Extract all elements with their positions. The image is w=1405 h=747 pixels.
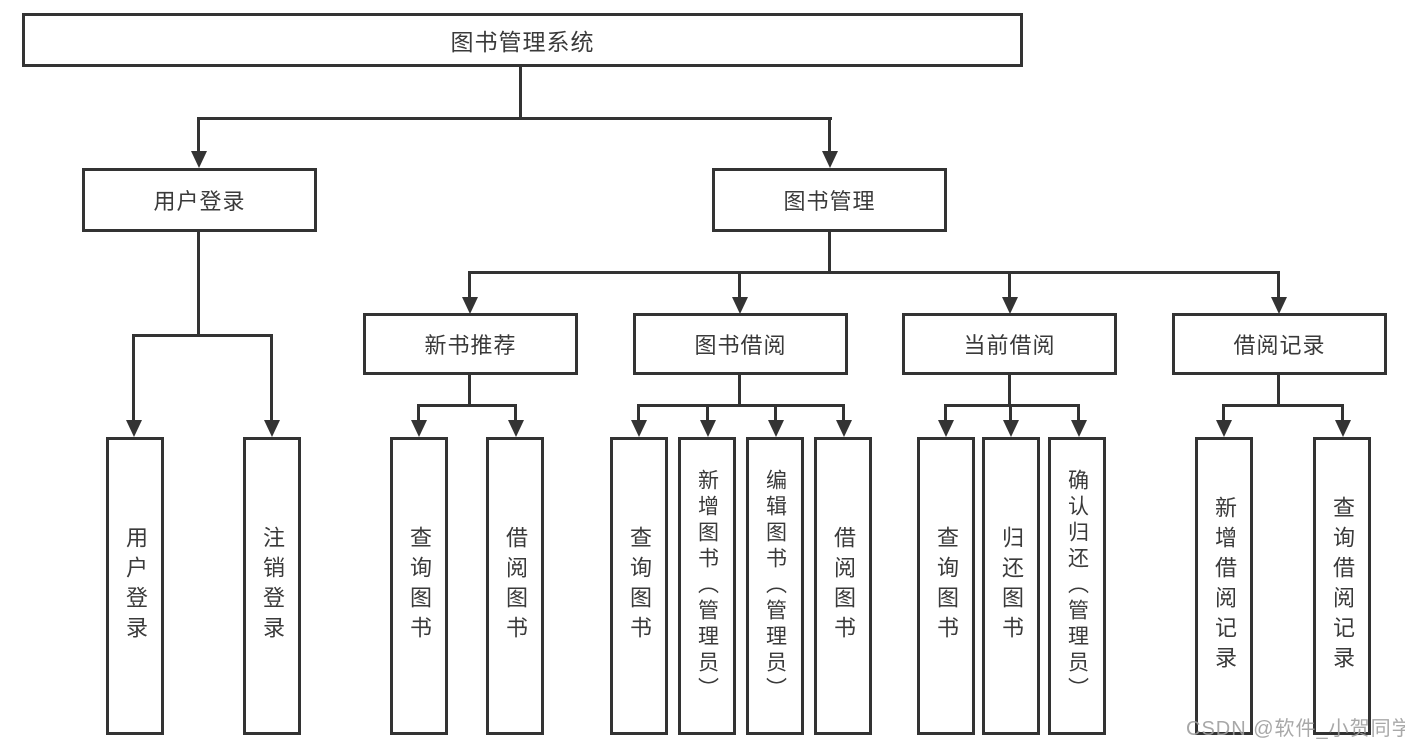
current-borrow-group-label: 当前借阅 <box>963 333 1056 358</box>
leaf-user-login-box: 用户登录 <box>106 437 164 735</box>
leaf-add-book-admin-label: 新增图书（管理员） <box>695 469 719 703</box>
leaf-user-login-label: 用户登录 <box>123 526 148 646</box>
leaf-add-borrow-record-box: 新增借阅记录 <box>1195 437 1253 735</box>
leaf-add-book-admin-box: 新增图书（管理员） <box>678 437 736 735</box>
arrow-down-icon <box>768 420 784 437</box>
connector-line <box>519 66 522 118</box>
arrow-down-icon <box>191 151 207 168</box>
leaf-borrow-books-1-label: 借阅图书 <box>503 526 528 646</box>
arrow-down-icon <box>700 420 716 437</box>
connector-line <box>468 374 471 406</box>
connector-line <box>828 231 831 273</box>
connector-line <box>132 334 135 422</box>
system-root-label: 图书管理系统 <box>450 29 595 55</box>
system-root-box: 图书管理系统 <box>22 13 1023 67</box>
connector-line <box>270 334 273 422</box>
arrow-down-icon <box>411 420 427 437</box>
leaf-query-books-1-box: 查询图书 <box>390 437 448 735</box>
borrow-record-group-label: 借阅记录 <box>1233 333 1326 358</box>
leaf-edit-book-admin-label: 编辑图书（管理员） <box>763 469 787 703</box>
arrow-down-icon <box>631 420 647 437</box>
book-borrow-group-label: 图书借阅 <box>694 333 787 358</box>
current-borrow-group-box: 当前借阅 <box>902 313 1117 375</box>
leaf-logout-label: 注销登录 <box>260 526 285 646</box>
connector-line <box>468 271 471 299</box>
connector-line <box>706 404 709 422</box>
connector-line <box>842 404 845 422</box>
arrow-down-icon <box>462 297 478 314</box>
connector-line <box>738 271 741 299</box>
connector-line <box>468 271 1280 274</box>
connector-line <box>828 117 831 152</box>
arrow-down-icon <box>1071 420 1087 437</box>
leaf-query-books-2-label: 查询图书 <box>627 526 652 646</box>
leaf-borrow-books-2-label: 借阅图书 <box>831 526 856 646</box>
arrow-down-icon <box>264 420 280 437</box>
connector-line <box>417 404 420 422</box>
book-mgmt-branch-box: 图书管理 <box>712 168 947 232</box>
connector-line <box>738 374 741 406</box>
leaf-query-books-1-label: 查询图书 <box>407 526 432 646</box>
leaf-borrow-books-1-box: 借阅图书 <box>486 437 544 735</box>
connector-line <box>1008 271 1011 299</box>
connector-line <box>637 404 845 407</box>
arrow-down-icon <box>822 151 838 168</box>
connector-line <box>1009 404 1012 422</box>
arrow-down-icon <box>508 420 524 437</box>
user-login-branch-box: 用户登录 <box>82 168 317 232</box>
leaf-query-borrow-record-box: 查询借阅记录 <box>1313 437 1371 735</box>
leaf-query-books-2-box: 查询图书 <box>610 437 668 735</box>
new-book-group-box: 新书推荐 <box>363 313 578 375</box>
borrow-record-group-box: 借阅记录 <box>1172 313 1387 375</box>
arrow-down-icon <box>1271 297 1287 314</box>
leaf-edit-book-admin-box: 编辑图书（管理员） <box>746 437 804 735</box>
leaf-query-books-3-box: 查询图书 <box>917 437 975 735</box>
connector-line <box>944 404 947 422</box>
connector-line <box>774 404 777 422</box>
arrow-down-icon <box>1003 420 1019 437</box>
connector-line <box>1277 374 1280 406</box>
connector-line <box>132 334 273 337</box>
arrow-down-icon <box>1002 297 1018 314</box>
connector-line <box>514 404 517 422</box>
leaf-query-borrow-record-label: 查询借阅记录 <box>1330 496 1355 676</box>
connector-line <box>944 404 1080 407</box>
csdn-watermark: CSDN @软件_小贺同学 <box>1186 718 1405 740</box>
connector-line <box>1077 404 1080 422</box>
connector-line <box>637 404 640 422</box>
new-book-group-label: 新书推荐 <box>424 333 517 358</box>
connector-line <box>417 404 517 407</box>
leaf-return-book-box: 归还图书 <box>982 437 1040 735</box>
arrow-down-icon <box>836 420 852 437</box>
connector-line <box>197 117 832 120</box>
leaf-confirm-return-admin-box: 确认归还（管理员） <box>1048 437 1106 735</box>
connector-line <box>197 231 200 336</box>
leaf-return-book-label: 归还图书 <box>999 526 1024 646</box>
connector-line <box>197 117 200 152</box>
arrow-down-icon <box>938 420 954 437</box>
book-mgmt-branch-label: 图书管理 <box>783 189 876 214</box>
arrow-down-icon <box>1335 420 1351 437</box>
connector-line <box>1008 374 1011 406</box>
arrow-down-icon <box>126 420 142 437</box>
arrow-down-icon <box>1216 420 1232 437</box>
connector-line <box>1222 404 1344 407</box>
book-borrow-group-box: 图书借阅 <box>633 313 848 375</box>
connector-line <box>1341 404 1344 422</box>
leaf-borrow-books-2-box: 借阅图书 <box>814 437 872 735</box>
user-login-branch-label: 用户登录 <box>153 189 246 214</box>
leaf-logout-box: 注销登录 <box>243 437 301 735</box>
leaf-add-borrow-record-label: 新增借阅记录 <box>1212 496 1237 676</box>
connector-line <box>1277 271 1280 299</box>
arrow-down-icon <box>732 297 748 314</box>
leaf-confirm-return-admin-label: 确认归还（管理员） <box>1065 469 1089 703</box>
leaf-query-books-3-label: 查询图书 <box>934 526 959 646</box>
connector-line <box>1222 404 1225 422</box>
